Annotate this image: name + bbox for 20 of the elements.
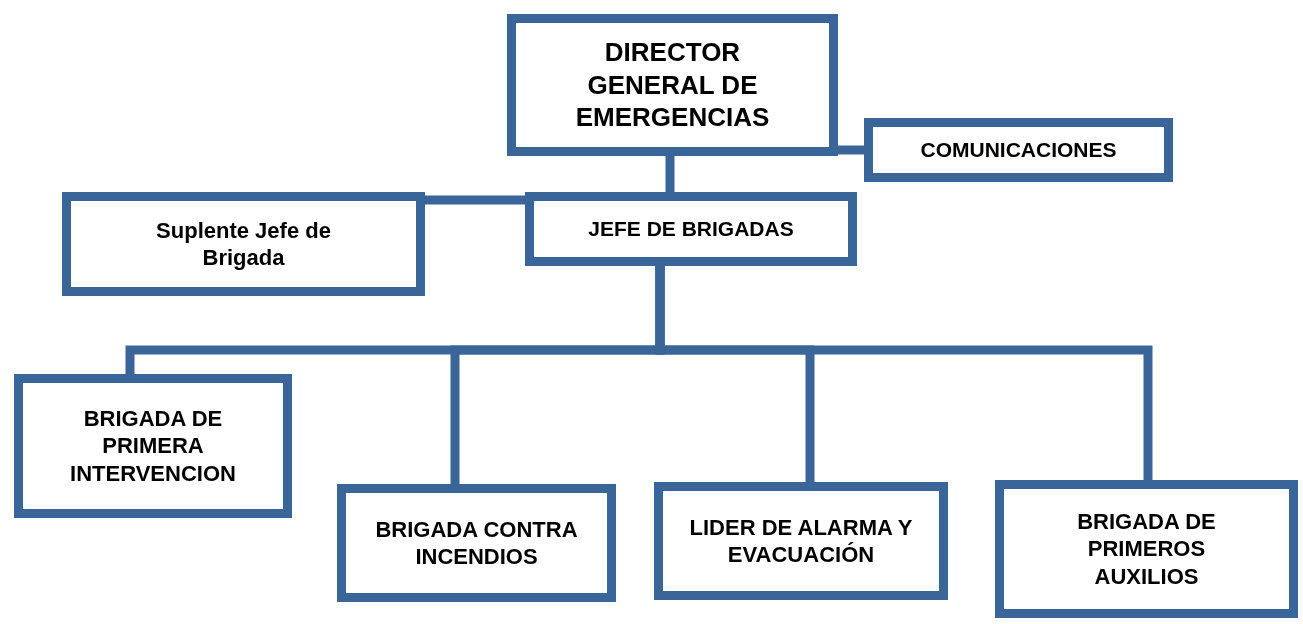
org-box: [337, 484, 616, 602]
org-box: [507, 14, 838, 156]
node-label: LIDER DE ALARMA Y EVACUACIÓN: [688, 513, 914, 569]
node-label: Suplente Jefe de Brigada: [155, 216, 332, 272]
node-label: BRIGADA CONTRA INCENDIOS: [374, 515, 579, 571]
org-box: [525, 192, 857, 266]
node-label: BRIGADA DE PRIMERA INTERVENCION: [69, 404, 237, 488]
node-label: DIRECTOR GENERAL DE EMERGENCIAS: [574, 36, 771, 134]
org-box: [654, 482, 948, 600]
connector-line: [425, 195, 525, 205]
org-box: [14, 374, 292, 518]
org-box: [864, 118, 1173, 182]
org-box: [995, 480, 1298, 618]
node-label: JEFE DE BRIGADAS: [588, 215, 794, 242]
org-box: [62, 192, 425, 296]
node-label: COMUNICACIONES: [920, 136, 1117, 163]
connector-line: [655, 266, 1153, 480]
connector-line: [838, 145, 864, 155]
connector-line: [665, 156, 675, 192]
node-label: BRIGADA DE PRIMEROS AUXILIOS: [1076, 507, 1217, 591]
